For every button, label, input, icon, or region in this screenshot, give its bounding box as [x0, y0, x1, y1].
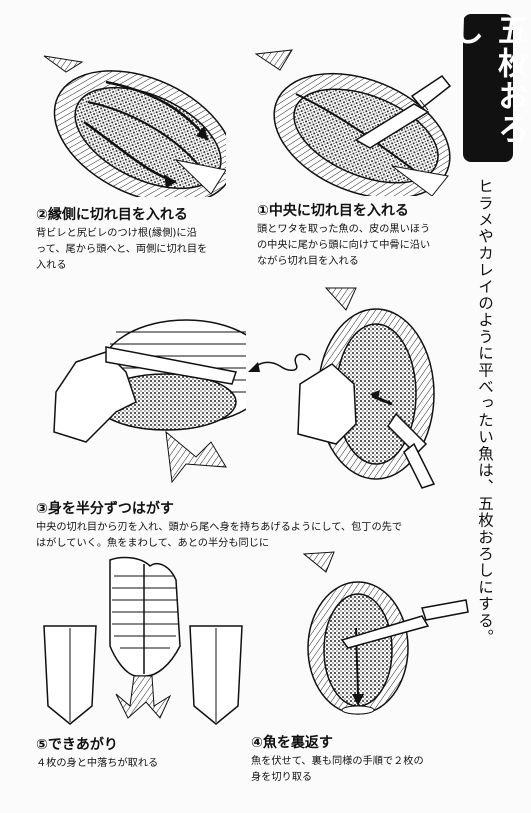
step-4-flip: ④魚を裏返す 魚を伏せて、裏も同様の手順で２枚の 身を切り取る	[251, 734, 466, 786]
step-2-edge-cut: ②縁側に切れ目を入れる 背ビレと尻ビレのつけ根(縁側)に沿 って、尾から頭へと、…	[36, 206, 256, 274]
step-3-line-1: 中央の切れ目から刃を入れ、頭から尾へ身を持ちあげるようにして、包丁の先で	[36, 522, 403, 533]
step-1-line-2: の中央に尾から頭に向けて中骨に沿い	[257, 240, 431, 251]
step-3-line-2: はがしていく。魚をまわして、あとの半分も同じに	[36, 538, 270, 549]
illustration-lift-fillet	[296, 284, 456, 494]
step-4-line-1: 魚を伏せて、裏も同様の手順で２枚の	[251, 756, 424, 767]
step-4-title: ④魚を裏返す	[251, 735, 333, 751]
page-title: 五枚おろし	[447, 14, 528, 146]
title-box: 五枚おろし	[447, 14, 528, 162]
step-4-text: 魚を伏せて、裏も同様の手順で２枚の 身を切り取る	[251, 754, 466, 786]
step-1-center-cut: ①中央に切れ目を入れる 頭とワタを取った魚の、皮の黒いほう の中央に尾から頭に向…	[257, 202, 467, 270]
step-3-peel: ③身を半分ずつはがす 中央の切れ目から刃を入れ、頭から尾へ身を持ちあげるようにし…	[36, 500, 466, 552]
illustration-peel-fillet	[46, 292, 246, 492]
step-4-line-2: 身を切り取る	[251, 772, 313, 783]
step-2-line-1: 背ビレと尻ビレのつけ根(縁側)に沿	[36, 228, 197, 239]
step-5-text: ４枚の身と中落ちが取れる	[36, 756, 246, 772]
step-5-finished: ⑤できあがり ４枚の身と中落ちが取れる	[36, 736, 246, 772]
step-3-title: ③身を半分ずつはがす	[36, 501, 174, 517]
step-5-line-1: ４枚の身と中落ちが取れる	[36, 758, 159, 769]
step-1-text: 頭とワタを取った魚の、皮の黒いほう の中央に尾から頭に向けて中骨に沿い ながら切…	[257, 222, 467, 270]
illustration-center-cut	[252, 36, 452, 196]
step-1-line-3: ながら切れ目を入れる	[257, 256, 359, 267]
step-2-title: ②縁側に切れ目を入れる	[36, 207, 188, 223]
step-1-title: ①中央に切れ目を入れる	[257, 203, 409, 219]
step-2-line-2: って、尾から頭へと、両側に切れ目を	[36, 244, 208, 255]
intro-vertical-text: ヒラメやカレイのように平べったい魚は、五枚おろしにする。	[476, 178, 494, 646]
illustration-edge-cut	[36, 42, 226, 197]
illustration-finished	[40, 556, 250, 726]
rotate-arrow-icon	[244, 350, 314, 380]
step-2-line-3: 入れる	[36, 260, 67, 271]
step-1-line-1: 頭とワタを取った魚の、皮の黒いほう	[257, 224, 431, 235]
step-2-text: 背ビレと尻ビレのつけ根(縁側)に沿 って、尾から頭へと、両側に切れ目を 入れる	[36, 226, 256, 274]
step-5-title: ⑤できあがり	[36, 737, 118, 753]
illustration-flip-fish	[298, 548, 473, 718]
step-3-text: 中央の切れ目から刃を入れ、頭から尾へ身を持ちあげるようにして、包丁の先で はがし…	[36, 520, 466, 552]
